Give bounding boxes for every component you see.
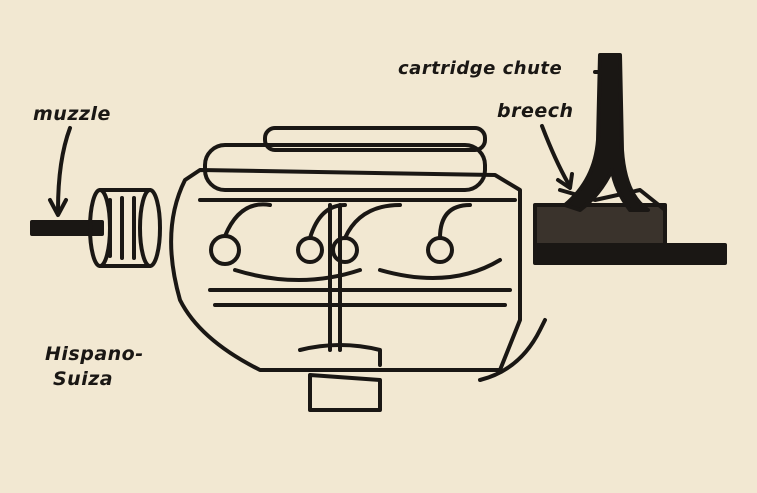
propeller-hub <box>88 188 162 268</box>
breech-arrow <box>540 124 570 185</box>
cartridge-chute-label: cartridge chute <box>398 58 563 79</box>
muzzle-arrow <box>56 126 72 212</box>
cannon-barrel <box>30 220 104 236</box>
engine-name-line1: Hispano- <box>45 343 144 365</box>
muzzle-label: muzzle <box>33 103 111 125</box>
engine-block <box>169 126 547 412</box>
engine-name-line2: Suiza <box>53 368 114 390</box>
breech-mechanism <box>533 188 727 265</box>
cartridge-chute <box>563 53 650 212</box>
breech-label: breech <box>497 100 574 122</box>
